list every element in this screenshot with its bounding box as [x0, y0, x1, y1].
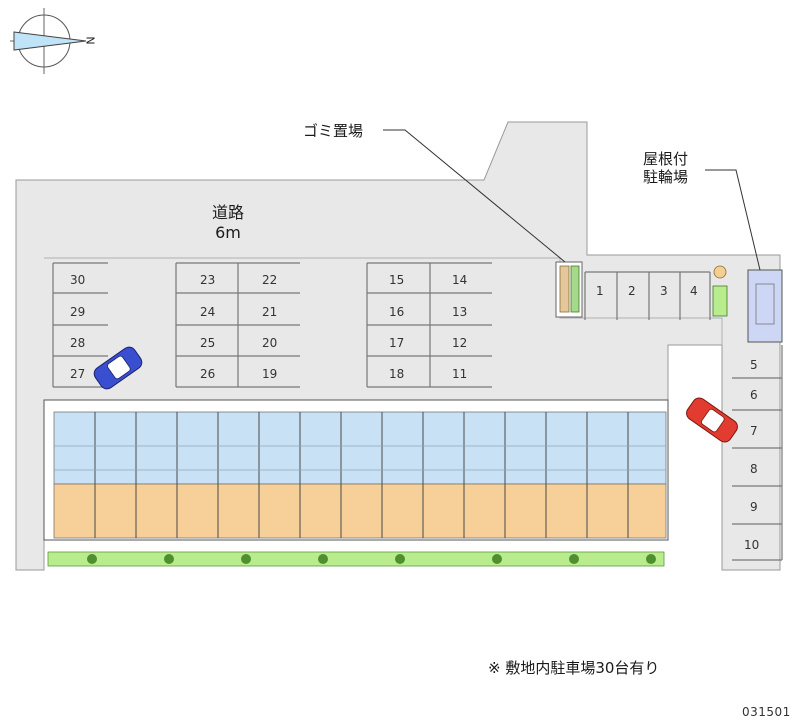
stall-number-20: 20 [262, 336, 278, 350]
stall-number-4: 4 [690, 284, 698, 298]
stall-number-7: 7 [750, 424, 758, 438]
stall-number-15: 15 [389, 273, 405, 287]
bike-parking-label: 屋根付 駐輪場 [643, 150, 688, 186]
stall-number-2: 2 [628, 284, 636, 298]
stall-number-5: 5 [750, 358, 758, 372]
road-inner-edge [44, 257, 723, 345]
bike-parking-line1: 屋根付 [643, 150, 689, 168]
parking-stalls [52, 262, 783, 561]
garbage-leader-line [383, 129, 566, 263]
stall-number-14: 14 [452, 273, 468, 287]
stall-number-17: 17 [389, 336, 405, 350]
stall-number-23: 23 [200, 273, 216, 287]
compass [10, 8, 87, 74]
stall-number-22: 22 [262, 273, 278, 287]
stall-number-11: 11 [452, 367, 468, 381]
property-code: 031501 [742, 705, 791, 719]
stall-number-27: 27 [70, 367, 86, 381]
north-arrow-icon [13, 31, 87, 51]
stall-number-12: 12 [452, 336, 468, 350]
bike-parking-line2: 駐輪場 [643, 168, 689, 186]
stall-number-21: 21 [262, 305, 278, 319]
apartment-building [43, 399, 669, 541]
bike-shelter [712, 265, 783, 343]
stall-number-8: 8 [750, 462, 758, 476]
stall-number-16: 16 [389, 305, 405, 319]
garbage-label: ゴミ置場 [303, 122, 364, 140]
blue-car [93, 346, 143, 390]
garbage-station [555, 261, 583, 318]
stall-number-9: 9 [750, 500, 758, 514]
stall-number-29: 29 [70, 305, 86, 319]
bike-leader-line [705, 169, 761, 271]
road-label: 道路 6m [212, 203, 244, 243]
stall-number-18: 18 [389, 367, 405, 381]
north-label: N [83, 36, 97, 45]
stall-number-26: 26 [200, 367, 216, 381]
parking-note: ※ 敷地内駐車場30台有り [488, 659, 660, 677]
road-name: 道路 [212, 203, 245, 222]
stall-number-24: 24 [200, 305, 216, 319]
hedge [47, 551, 665, 567]
stall-number-30: 30 [70, 273, 86, 287]
stall-number-3: 3 [660, 284, 668, 298]
red-car [686, 397, 738, 443]
stall-number-13: 13 [452, 305, 468, 319]
stall-number-1: 1 [596, 284, 604, 298]
stall-number-25: 25 [200, 336, 216, 350]
road-width: 6m [215, 223, 241, 242]
stall-number-28: 28 [70, 336, 86, 350]
stall-number-10: 10 [744, 538, 760, 552]
stall-number-6: 6 [750, 388, 758, 402]
stall-number-19: 19 [262, 367, 278, 381]
